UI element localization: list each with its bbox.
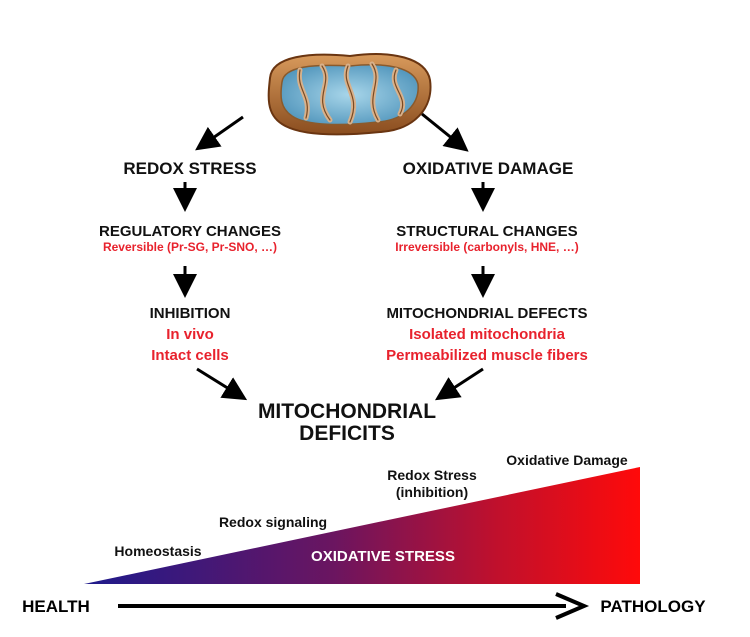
stage-redox-stress: Redox Stress	[387, 467, 477, 483]
stage-homeostasis: Homeostasis	[114, 543, 201, 559]
structural-changes-detail: Irreversible (carbonyls, HNE, …)	[395, 240, 578, 254]
arrow-left-to-deficits	[196, 367, 248, 401]
inhibition-item-in-vivo: In vivo	[166, 326, 214, 343]
inhibition-title: INHIBITION	[150, 305, 231, 322]
defects-item-permeabilized: Permeabilized muscle fibers	[386, 347, 588, 364]
redox-stress-header: REDOX STRESS	[123, 159, 256, 178]
oxidative-stress-label: OXIDATIVE STRESS	[311, 548, 455, 565]
oxidative-stress-wedge	[84, 467, 640, 584]
stage-redox-stress-note: (inhibition)	[396, 484, 468, 500]
health-to-pathology-arrow	[118, 592, 590, 620]
health-label: HEALTH	[22, 597, 90, 616]
structural-changes-title: STRUCTURAL CHANGES	[396, 223, 577, 240]
oxidative-damage-header: OXIDATIVE DAMAGE	[403, 159, 574, 178]
mitochondrial-deficits-line2: DEFICITS	[299, 422, 395, 445]
defects-item-isolated: Isolated mitochondria	[409, 326, 566, 343]
diagram-arrows	[173, 112, 495, 401]
regulatory-changes-title: REGULATORY CHANGES	[99, 223, 281, 240]
arrow-to-redox-stress	[195, 115, 244, 151]
arrow-right-to-deficits	[434, 367, 484, 401]
stage-oxidative-damage: Oxidative Damage	[506, 452, 628, 468]
pathology-label: PATHOLOGY	[600, 597, 706, 616]
arrow-to-oxidative-damage	[421, 112, 469, 152]
stage-redox-signaling: Redox signaling	[219, 514, 327, 530]
mitochondrial-deficits-line1: MITOCHONDRIAL	[258, 400, 436, 423]
regulatory-changes-detail: Reversible (Pr-SG, Pr-SNO, …)	[103, 240, 277, 254]
mitochondrial-defects-title: MITOCHONDRIAL DEFECTS	[386, 305, 587, 322]
inhibition-item-intact-cells: Intact cells	[151, 347, 229, 364]
mitochondrion-icon	[267, 53, 432, 136]
